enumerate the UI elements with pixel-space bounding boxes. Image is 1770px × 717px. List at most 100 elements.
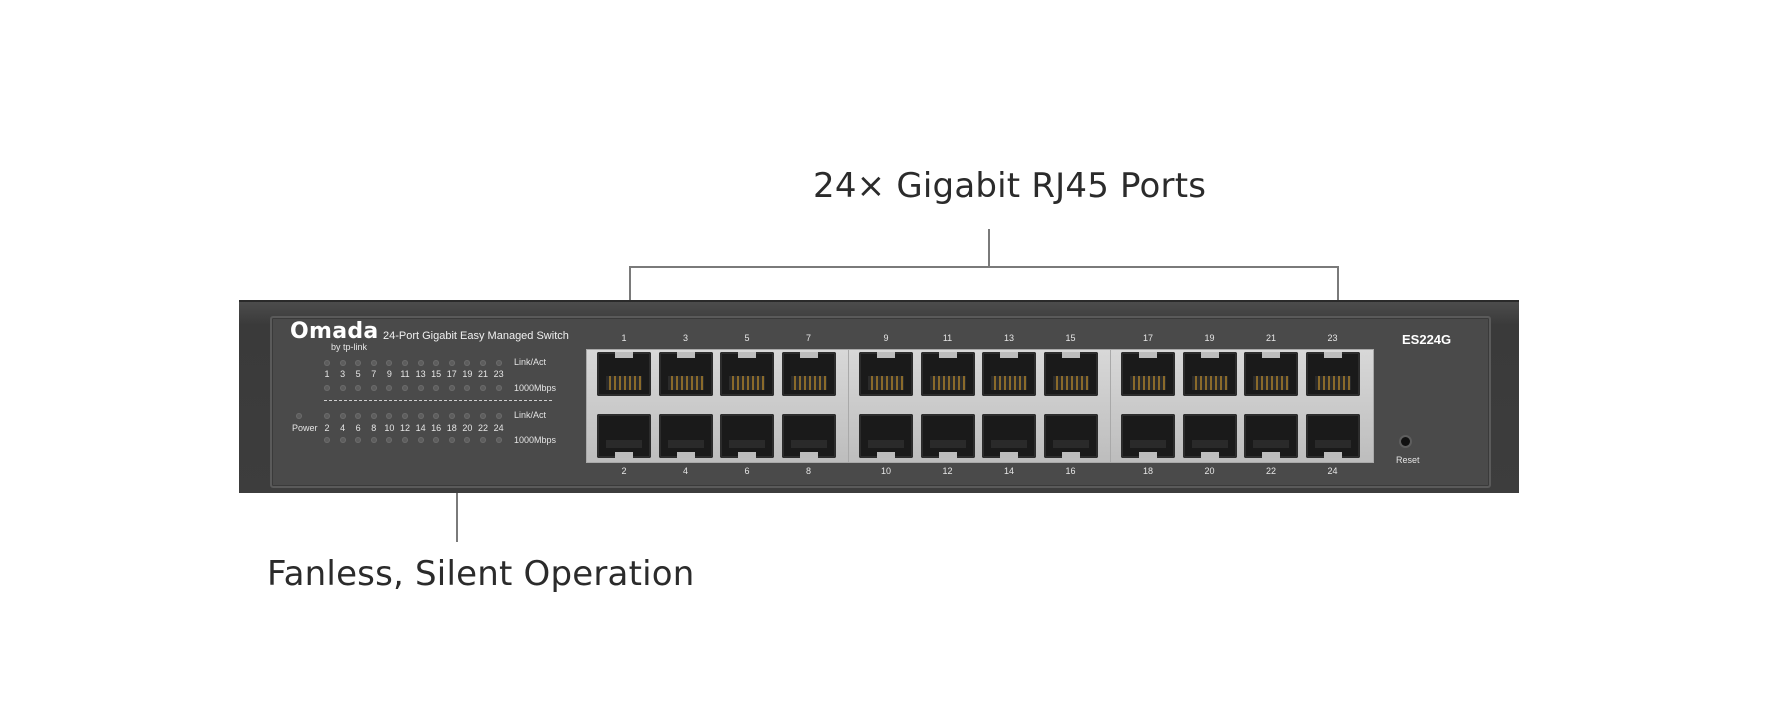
- led-even-8-speed: [370, 437, 377, 443]
- power-label: Power: [292, 423, 318, 433]
- led-odd-9-link: [386, 360, 393, 366]
- led-even-10-link: [386, 413, 393, 419]
- rj45-port-13[interactable]: [982, 352, 1036, 396]
- led-number-odd: 9: [386, 369, 392, 379]
- port-number-top: 3: [682, 333, 688, 343]
- rj45-port-18[interactable]: [1121, 414, 1175, 458]
- led-even-24-link: [495, 413, 502, 419]
- port-number-bottom: 10: [880, 466, 891, 476]
- panel-title: 24-Port Gigabit Easy Managed Switch: [383, 330, 569, 342]
- led-number-odd: 17: [446, 369, 457, 379]
- rj45-port-3[interactable]: [658, 352, 713, 396]
- led-even-18-link: [448, 413, 455, 419]
- rj45-port-2[interactable]: [597, 414, 651, 458]
- port-number-bottom: 20: [1204, 466, 1215, 476]
- rj45-port-17[interactable]: [1121, 352, 1175, 396]
- led-even-22-link: [480, 413, 486, 419]
- led-odd-21-link: [480, 360, 486, 366]
- reset-button[interactable]: [1401, 437, 1410, 446]
- led-odd-3-link: [339, 360, 346, 366]
- rj45-port-23[interactable]: [1305, 352, 1360, 396]
- led-odd-11-link: [402, 360, 408, 366]
- ports-callout: 24× Gigabit RJ45 Ports: [813, 166, 1207, 206]
- led-odd-19-speed: [464, 385, 471, 391]
- rj45-port-8[interactable]: [781, 414, 836, 458]
- rj45-port-20[interactable]: [1182, 414, 1237, 458]
- port-number-bottom: 24: [1327, 466, 1338, 476]
- rj45-port-22[interactable]: [1244, 414, 1298, 458]
- led-divider: [324, 400, 552, 401]
- speed-label-bottom: 1000Mbps: [514, 435, 557, 445]
- speed-label-top: 1000Mbps: [514, 383, 557, 393]
- led-number-odd: 11: [400, 369, 410, 379]
- led-odd-15-link: [433, 360, 440, 366]
- ports-leader-right: [1337, 266, 1339, 316]
- led-even-12-link: [402, 413, 408, 419]
- rj45-port-11[interactable]: [920, 352, 975, 396]
- led-even-18-speed: [448, 437, 455, 443]
- rj45-port-21[interactable]: [1244, 352, 1298, 396]
- rj45-port-10[interactable]: [859, 414, 913, 458]
- led-number-even: 10: [384, 423, 395, 433]
- port-number-top: 21: [1265, 333, 1276, 343]
- led-even-10-speed: [386, 437, 393, 443]
- brand-sub: by tp-link: [331, 342, 368, 352]
- led-number-odd: 5: [355, 369, 361, 379]
- led-even-6-link: [355, 413, 362, 419]
- led-number-odd: 13: [415, 369, 426, 379]
- rj45-port-24[interactable]: [1305, 414, 1360, 458]
- led-even-2-link: [324, 413, 330, 419]
- led-number-even: 20: [462, 423, 473, 433]
- led-number-even: 2: [324, 423, 330, 433]
- ports-leader-horizontal: [629, 266, 1339, 268]
- rj45-port-14[interactable]: [982, 414, 1036, 458]
- reset-label: Reset: [1396, 455, 1420, 465]
- led-odd-17-link: [448, 360, 455, 366]
- led-number-odd: 3: [340, 369, 346, 379]
- led-number-even: 22: [477, 423, 488, 433]
- port-number-top: 11: [942, 333, 953, 343]
- port-number-top: 9: [883, 333, 889, 343]
- led-number-even: 6: [355, 423, 361, 433]
- rj45-port-6[interactable]: [720, 414, 774, 458]
- led-number-even: 4: [340, 423, 346, 433]
- led-number-even: 12: [399, 423, 410, 433]
- led-odd-23-link: [495, 360, 502, 366]
- led-odd-5-link: [355, 360, 362, 366]
- rj45-port-9[interactable]: [859, 352, 913, 396]
- led-even-14-speed: [417, 437, 424, 443]
- power-led: [296, 413, 302, 419]
- rj45-port-12[interactable]: [920, 414, 975, 458]
- fanless-leader: [456, 490, 458, 542]
- led-even-14-link: [417, 413, 424, 419]
- link-act-label-top: Link/Act: [514, 357, 547, 367]
- led-even-6-speed: [355, 437, 362, 443]
- port-number-top: 19: [1204, 333, 1215, 343]
- rj45-port-19[interactable]: [1182, 352, 1237, 396]
- port-number-top: 7: [805, 333, 811, 343]
- rj45-port-15[interactable]: [1043, 352, 1098, 396]
- led-odd-3-speed: [339, 385, 346, 391]
- led-number-odd: 7: [371, 369, 377, 379]
- led-even-4-speed: [339, 437, 346, 443]
- rj45-port-5[interactable]: [720, 352, 774, 396]
- fanless-callout: Fanless, Silent Operation: [267, 554, 695, 594]
- led-number-odd: 19: [462, 369, 473, 379]
- led-odd-19-link: [464, 360, 471, 366]
- rj45-port-4[interactable]: [658, 414, 713, 458]
- led-even-24-speed: [495, 437, 502, 443]
- led-even-22-speed: [480, 437, 486, 443]
- port-number-top: 5: [744, 333, 750, 343]
- rj45-port-7[interactable]: [781, 352, 836, 396]
- rj45-port-16[interactable]: [1043, 414, 1098, 458]
- led-odd-15-speed: [433, 385, 440, 391]
- rj45-port-1[interactable]: [597, 352, 651, 396]
- ports-leader-left: [629, 266, 631, 316]
- ports-leader-vertical: [988, 229, 990, 267]
- led-odd-13-speed: [417, 385, 424, 391]
- port-number-bottom: 12: [942, 466, 953, 476]
- led-odd-13-link: [417, 360, 424, 366]
- led-even-20-speed: [464, 437, 471, 443]
- port-number-top: 15: [1065, 333, 1076, 343]
- led-even-2-speed: [324, 437, 330, 443]
